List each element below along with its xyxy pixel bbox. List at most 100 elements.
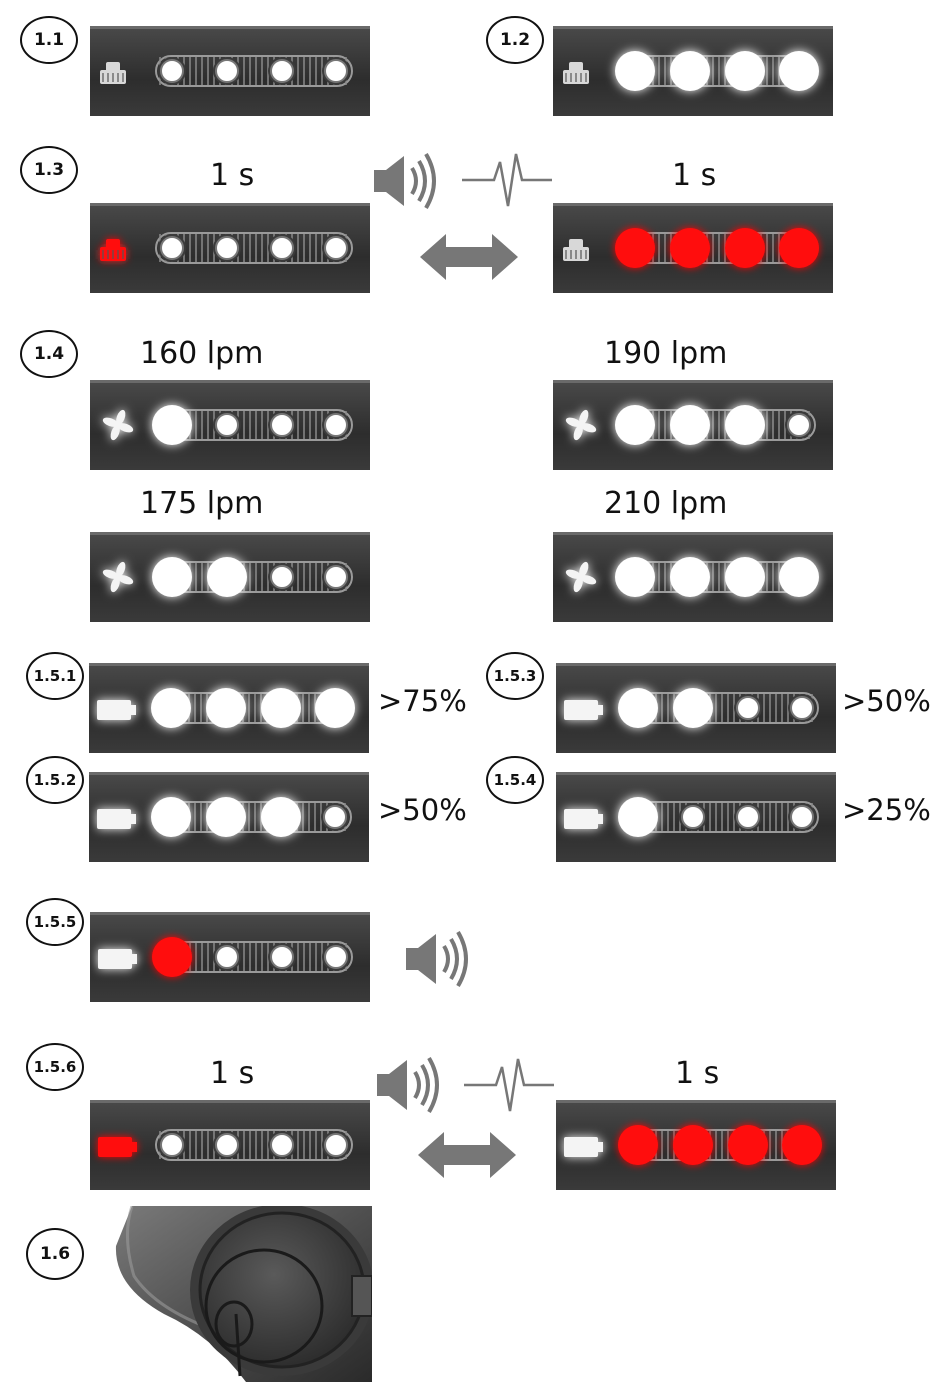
flow-label-210: 210 lpm: [604, 486, 728, 521]
filter-icon: [563, 239, 589, 261]
flow-label-160: 160 lpm: [140, 336, 264, 371]
led-indicator: [213, 943, 241, 971]
led-indicator: [268, 57, 296, 85]
led-indicator: [779, 557, 819, 597]
filter-icon: [563, 62, 589, 84]
step-badge-1-5-4: 1.5.4: [486, 756, 544, 804]
led-indicator: [734, 694, 762, 722]
pulse-icon: [462, 153, 552, 207]
led-indicator: [322, 1131, 350, 1159]
led-indicator: [725, 51, 765, 91]
led-indicator: [322, 234, 350, 262]
led-panel-battery-1-5-3: [556, 663, 836, 753]
led-indicator: [206, 688, 246, 728]
led-indicator: [268, 411, 296, 439]
led-panel-flow-175: [90, 532, 370, 622]
led-indicator: [725, 228, 765, 268]
led-indicator: [158, 234, 186, 262]
filter-icon: [100, 62, 126, 84]
speaker-icon: [406, 930, 468, 988]
led-indicator: [615, 405, 655, 445]
led-indicator: [207, 557, 247, 597]
led-indicator: [679, 803, 707, 831]
duration-label-left: 1 s: [210, 158, 255, 193]
battery-icon: [564, 1137, 603, 1157]
fan-icon: [102, 409, 134, 441]
battery-icon: [564, 809, 603, 829]
led-indicator: [268, 563, 296, 591]
battery-icon: [98, 949, 137, 969]
led-panel-battery-1-5-1: [89, 663, 369, 753]
led-indicator: [673, 1125, 713, 1165]
led-indicator: [322, 411, 350, 439]
battery-icon: [564, 700, 603, 720]
led-indicator: [779, 228, 819, 268]
power-button-photo: [115, 1206, 372, 1382]
battery-level-label-1-5-4: >25%: [842, 793, 931, 827]
led-indicator: [615, 557, 655, 597]
step-badge-1-4: 1.4: [20, 330, 78, 378]
led-indicator: [670, 405, 710, 445]
filter-icon: [100, 239, 126, 261]
led-indicator: [728, 1125, 768, 1165]
led-indicator: [673, 688, 713, 728]
led-indicator: [734, 803, 762, 831]
duration-label-right: 1 s: [672, 158, 717, 193]
double-arrow-icon: [420, 234, 518, 280]
led-indicator: [268, 234, 296, 262]
led-indicator: [152, 405, 192, 445]
led-indicator: [151, 688, 191, 728]
led-indicator: [261, 688, 301, 728]
battery-icon: [97, 809, 136, 829]
led-indicator: [213, 1131, 241, 1159]
battery-level-label-1-5-1: >75%: [378, 684, 467, 718]
led-indicator: [782, 1125, 822, 1165]
led-indicator: [152, 557, 192, 597]
step-badge-1-5-6: 1.5.6: [26, 1043, 84, 1091]
speaker-icon: [377, 1056, 439, 1114]
led-indicator: [615, 228, 655, 268]
led-panel-battery-1-5-6-b: [556, 1100, 836, 1190]
led-indicator: [315, 688, 355, 728]
step-badge-1-1: 1.1: [20, 16, 78, 64]
led-panel-flow-160: [90, 380, 370, 470]
flow-label-175: 175 lpm: [140, 486, 264, 521]
led-indicator: [322, 57, 350, 85]
speaker-icon: [374, 152, 436, 210]
battery-level-label-1-5-3: >50%: [842, 684, 931, 718]
led-indicator: [206, 797, 246, 837]
step-badge-1-5-1: 1.5.1: [26, 652, 84, 700]
led-indicator: [268, 943, 296, 971]
battery-icon: [97, 700, 136, 720]
led-indicator: [152, 937, 192, 977]
led-indicator: [213, 57, 241, 85]
led-panel-1-1: [90, 26, 370, 116]
led-indicator: [322, 563, 350, 591]
led-indicator: [261, 797, 301, 837]
led-panel-1-3-alarm-b: [553, 203, 833, 293]
step-badge-1-5-2: 1.5.2: [26, 756, 84, 804]
led-indicator: [670, 557, 710, 597]
step-badge-1-2: 1.2: [486, 16, 544, 64]
led-indicator: [725, 557, 765, 597]
led-indicator: [615, 51, 655, 91]
led-indicator: [785, 411, 813, 439]
led-indicator: [670, 228, 710, 268]
battery-icon: [98, 1137, 137, 1157]
battery-level-label-1-5-2: >50%: [378, 793, 467, 827]
fan-icon: [565, 409, 597, 441]
power-button-icon: [214, 1300, 254, 1377]
step-badge-1-3: 1.3: [20, 146, 78, 194]
led-panel-battery-1-5-2: [89, 772, 369, 862]
step-badge-1-6: 1.6: [26, 1228, 84, 1280]
led-indicator: [779, 51, 819, 91]
led-indicator: [788, 694, 816, 722]
step-badge-1-5-3: 1.5.3: [486, 652, 544, 700]
led-indicator: [788, 803, 816, 831]
led-panel-battery-1-5-5: [90, 912, 370, 1002]
led-panel-battery-1-5-6-a: [90, 1100, 370, 1190]
fan-icon: [102, 561, 134, 593]
led-indicator: [618, 797, 658, 837]
led-panel-battery-1-5-4: [556, 772, 836, 862]
led-indicator: [151, 797, 191, 837]
